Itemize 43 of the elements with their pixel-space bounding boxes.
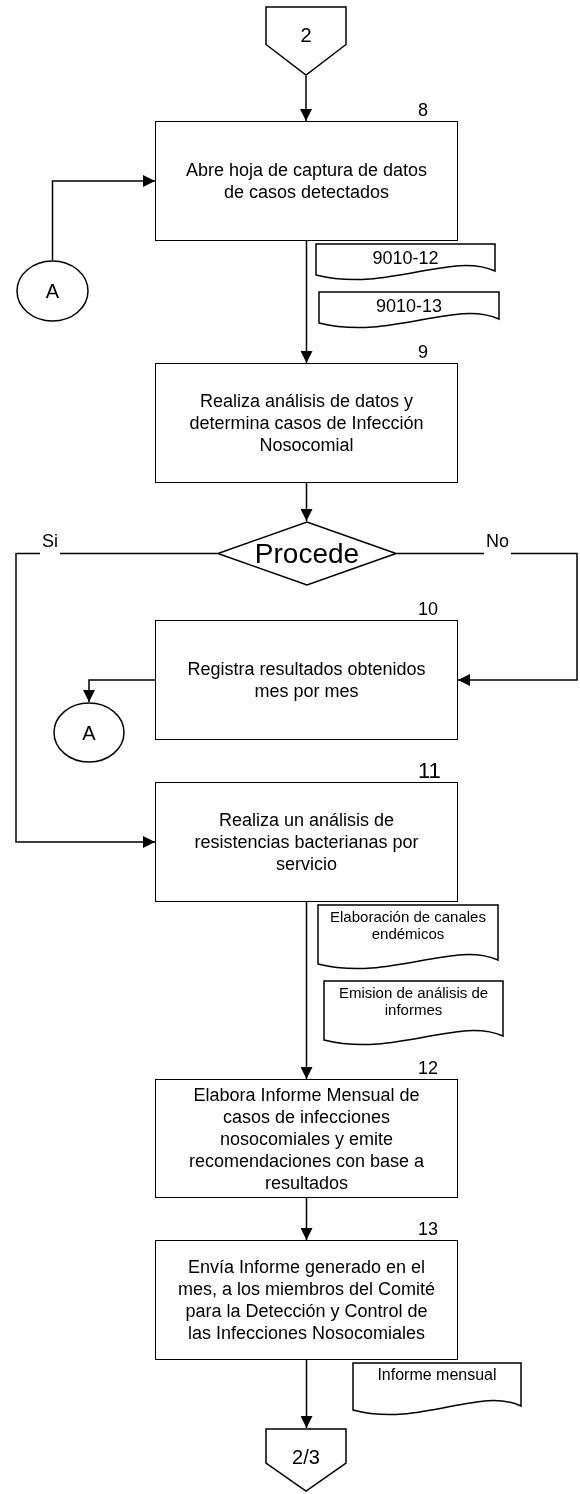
connector-circle [16,260,89,322]
step-text: Elabora Informe Mensual de casos de infecciones nosocomiales y emite recomendaciones con base a resultados [187,1083,426,1194]
step-number: 13 [418,1218,439,1241]
arrow [15,552,218,848]
step-number: 12 [418,1057,439,1080]
step-number: 9 [418,341,428,364]
arrow [300,482,313,522]
document-label: 9010-13 [374,295,444,318]
connector-circle [53,702,125,763]
step-number: 11 [418,757,441,785]
step-number: 10 [418,598,439,621]
process-box [155,620,458,740]
connector-label: 2 [299,23,313,48]
process-box [155,363,458,483]
connector-label: A [81,720,97,746]
arrow [300,1197,313,1241]
document-label: Emision de análisis de informes [337,984,490,1018]
step-text: Registra resultados obtenidos mes por mes [186,658,427,702]
document-label: 9010-12 [371,247,440,270]
step-number: 8 [418,99,428,122]
decision-diamond [217,521,397,586]
offpage-connector [265,6,347,76]
document-label: Elaboración de canales endémicos [329,908,487,942]
step-text: Envía Informe generado en el mes, a los miembros del Comité para la Detección y Control de las Infecciones Nosocomiales [176,1256,437,1344]
step-text: Abre hoja de captura de datos de casos detectados [184,159,429,203]
arrow [51,175,156,261]
process-box [155,121,458,241]
arrow [83,679,156,703]
arrow [396,552,578,686]
process-box [155,1079,458,1198]
document-label: Informe mensual [376,1366,498,1384]
step-text: Realiza análisis de datos y determina casos de Infección Nosocomial [188,390,425,456]
arrow [300,240,313,364]
connector-label: A [44,279,61,304]
arrow [300,901,313,1080]
offpage-connector [265,1428,347,1492]
step-text: Realiza un análisis de resistencias bacterianas por servicio [193,809,420,875]
decision-label: Procede [253,536,361,571]
process-box [155,1240,458,1360]
arrow [300,1359,313,1429]
connector-label: 2/3 [291,1445,321,1470]
process-box [155,782,458,902]
arrow [300,75,312,122]
